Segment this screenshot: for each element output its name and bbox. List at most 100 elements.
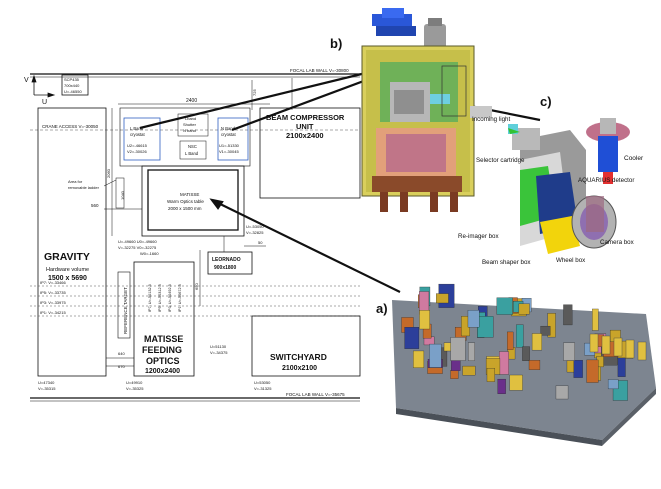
bench-component (563, 304, 573, 326)
mfo-l2: FEEDING (142, 345, 182, 355)
coords-mid-l3: W0=-1660 (140, 251, 159, 256)
shutter-l1: Lband (185, 116, 196, 121)
bench-component (419, 310, 430, 330)
wheel-box-label: Wheel box (556, 257, 586, 264)
scp-box (61, 74, 89, 96)
u51130-l2: V=-34375 (210, 350, 228, 355)
bench-component (486, 368, 495, 382)
bench-component (404, 327, 420, 349)
ip3-label: IP3: V=-33975 (40, 300, 66, 305)
ladder-l1: Area for (68, 179, 83, 184)
matisse-table-l1: MATISSE (180, 192, 199, 197)
leonardo-l1: LEORNADO (212, 257, 241, 263)
beam-compressor-l1: BEAM COMPRESSOR (266, 113, 345, 122)
bench-component (547, 313, 556, 338)
bench-component (468, 342, 475, 361)
bl-mid-l2: V=-35325 (126, 386, 144, 391)
bench-components (401, 283, 647, 401)
gravity-l2: Hardware volume (46, 267, 89, 273)
bench-component (436, 293, 449, 304)
bench-component (499, 351, 509, 375)
leonardo-box (207, 251, 253, 275)
bl-left-l2: V=-35315 (38, 386, 56, 391)
ip5-vert: IP5: U=-50312.5 (158, 284, 162, 312)
l-band-l4: V2=-30026 (127, 149, 147, 154)
bench-component (573, 360, 583, 378)
axis-u-label: U (42, 99, 47, 106)
matisse-table-l3: 2000 x 1500 mm (168, 206, 202, 211)
selector-cartridge-label: Selector cartridge (476, 157, 525, 164)
reimager-label: Re-imager box (458, 233, 499, 240)
ip-lines (30, 285, 360, 317)
ip3-vert: IP3: U=-50492.5 (168, 284, 172, 312)
switchyard-l2: 2100x2100 (282, 365, 317, 372)
u51130-l1: U=51130 (210, 344, 227, 349)
bench-component (555, 385, 569, 400)
panel-a-label: a) (376, 301, 388, 316)
nsc-box (179, 140, 207, 160)
bench-component (467, 310, 480, 328)
bench-component (429, 343, 442, 368)
coords-right-l2: V=-32825 (246, 230, 264, 235)
bench-component (607, 379, 619, 390)
switchyard-box (251, 315, 361, 377)
bench-component (507, 331, 514, 350)
bench-component (528, 360, 541, 370)
bench-component (592, 308, 599, 331)
scp-line3: U=-46550 (64, 89, 82, 94)
crane-access-label: CRANE ACCESS V=-30050 (42, 124, 99, 129)
matisse-table-box (147, 169, 239, 231)
bench-component (496, 297, 513, 315)
leonardo-l2: 900x1800 (214, 265, 236, 271)
ip5-label: IP5: V=-33735 (40, 290, 66, 295)
coords-right-l1: U=-53050 (246, 224, 264, 229)
bench-mount (625, 339, 635, 359)
mfo-l4: 1200x2400 (145, 368, 180, 375)
scp-line2: 700x440 (64, 83, 80, 88)
coords-mid-l2: V=-32275 V0=-32275 (118, 245, 157, 250)
panel-b-render: b) (330, 8, 492, 212)
bench-component (540, 325, 551, 336)
axis-v-label: V (24, 77, 29, 84)
bench-component (462, 365, 476, 376)
ip7-vert: IP7: U=-50132.5 (148, 284, 152, 312)
gravity-l1: GRAVITY (44, 251, 90, 263)
floor-plan: V U SCP435 700x440 U=-46550 FOCAL LAB WA… (24, 68, 361, 402)
matisse-table-l2: Warm Optics table (167, 199, 204, 204)
ladder-l2: removable ladder (68, 185, 100, 190)
scp-line1: SCP435 (64, 77, 80, 82)
coords-mid-l1: U=-49660 U0=-49660 (118, 239, 157, 244)
bench-component (518, 303, 530, 315)
bench-mount (601, 335, 611, 355)
n-band-l1: N Band (221, 126, 236, 131)
bl-right-l2: V=-31325 (254, 386, 272, 391)
dim-640: 640 (118, 351, 125, 356)
beam-shaper-label: Beam shaper box (482, 259, 531, 266)
shutter-l3: N band (183, 128, 196, 133)
n-band-cryostat-box (217, 117, 249, 161)
n-band-l3: U1=-51330 (219, 143, 240, 148)
bench-component (450, 337, 466, 361)
bench-mount (613, 337, 623, 357)
l-band-l3: U2=-46615 (127, 143, 148, 148)
bench-mount (637, 341, 647, 361)
beam-compressor-l2: UNIT (296, 122, 314, 131)
bench-mount (589, 333, 599, 353)
bench-component (531, 333, 543, 351)
n-band-l4: V1=-30045 (219, 149, 239, 154)
nsc-l1: NSC (188, 144, 197, 149)
bl-mid-l1: U=49910 (126, 380, 143, 385)
dim-2400: 2400 (186, 98, 197, 104)
dim-560: 560 (91, 203, 99, 208)
mfo-l1: MATISSE (144, 334, 183, 344)
reference-target-box (117, 271, 131, 339)
ip1-label: IP1: V=-34215 (40, 310, 66, 315)
panel-c-render: c) Incoming light Selector cartridge Coo… (458, 94, 644, 266)
n-band-l2: cryostat (221, 132, 236, 137)
bench-component (586, 359, 599, 383)
shutter-l2: Shutter (183, 122, 197, 127)
gravity-box (37, 107, 107, 377)
bench-component (413, 350, 425, 368)
bench-component (450, 370, 459, 379)
